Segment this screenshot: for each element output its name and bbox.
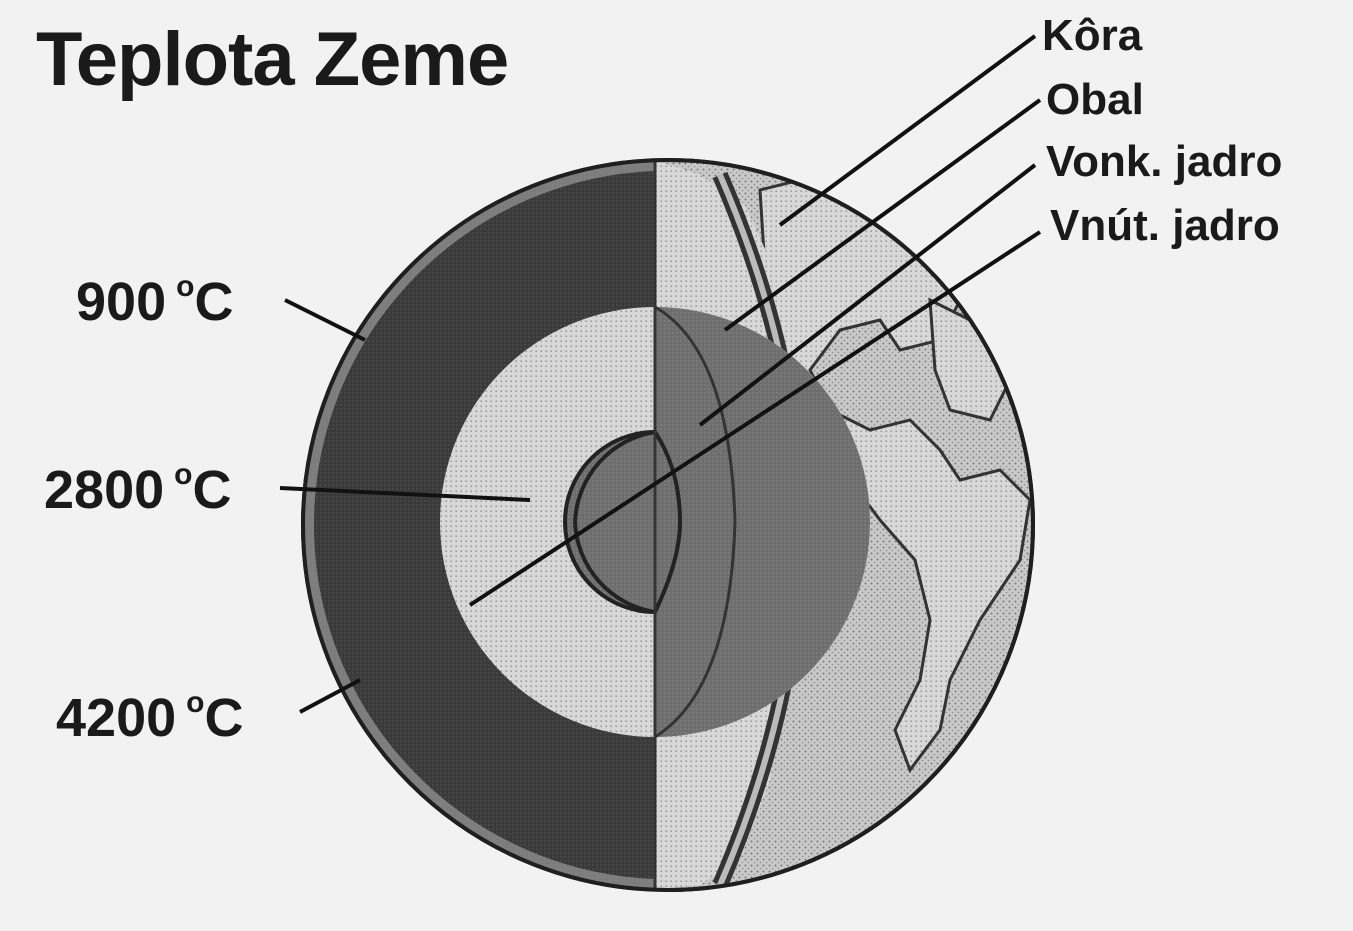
temperature-label-2800: 2800 oC — [44, 458, 232, 520]
degree-sign: o — [176, 270, 195, 303]
temperature-value: 4200 — [56, 688, 177, 748]
diagram-title: Teplota Zeme — [36, 17, 509, 102]
label-crust: Kôra — [1042, 11, 1143, 60]
leader-line-inner-core — [468, 230, 1042, 607]
leader-line-4200 — [299, 678, 361, 714]
temperature-unit: C — [204, 688, 244, 748]
temperature-label-900: 900 oC — [76, 270, 234, 332]
degree-sign: o — [174, 458, 193, 491]
inner-core — [563, 429, 683, 615]
label-outer-core: Vonk. jadro — [1046, 137, 1283, 186]
temperature-unit: C — [192, 460, 232, 520]
leader-line-900 — [284, 298, 366, 342]
leader-line-crust — [778, 34, 1037, 227]
leader-line-2800 — [279, 486, 531, 502]
label-mantle: Obal — [1046, 75, 1144, 124]
temperature-label-4200: 4200 oC — [56, 686, 244, 748]
leader-line-outer-core — [698, 163, 1037, 427]
temperature-value: 2800 — [44, 460, 165, 520]
temperature-unit: C — [194, 272, 234, 332]
leader-line-mantle — [723, 98, 1042, 332]
degree-sign: o — [186, 686, 205, 719]
label-inner-core: Vnút. jadro — [1050, 201, 1280, 250]
temperature-value: 900 — [76, 272, 167, 332]
